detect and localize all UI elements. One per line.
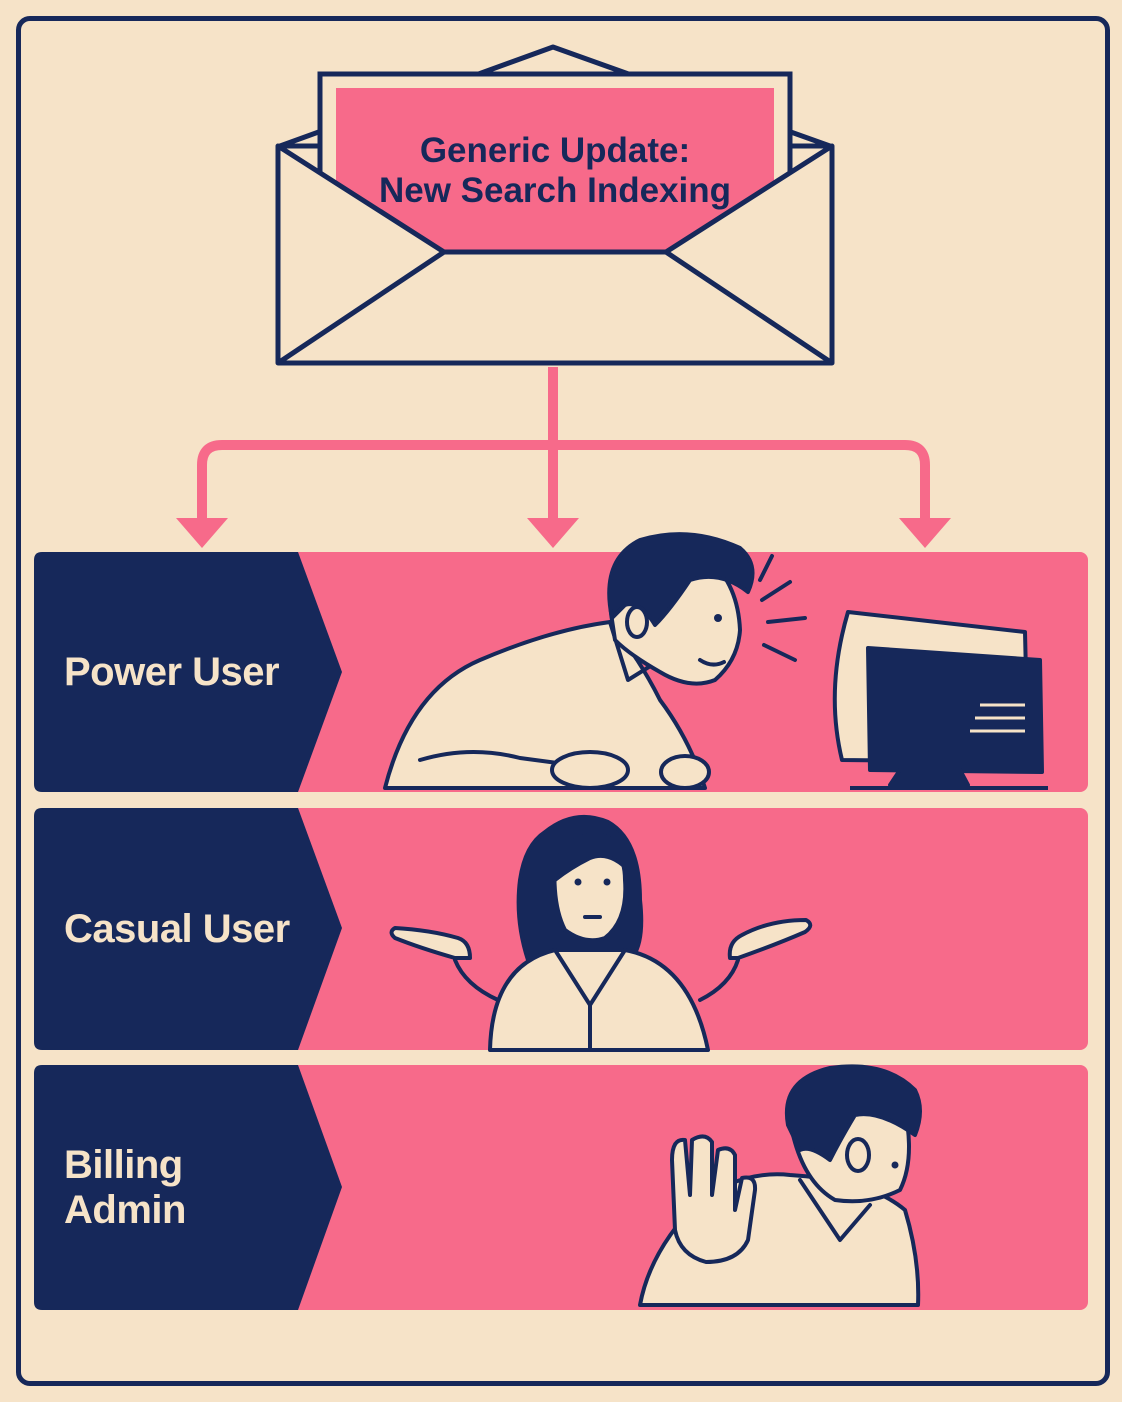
monitor-icon	[832, 610, 1048, 790]
branch-connector	[197, 367, 930, 522]
casual-user-figure	[389, 814, 813, 1052]
branch-arrowheads	[176, 518, 951, 548]
envelope-title-line-1: Generic Update:	[419, 130, 691, 170]
segment-label-casual-user: Casual User	[64, 906, 290, 951]
envelope-title-line-2: New Search Indexing	[378, 171, 732, 210]
segment-label-billing-admin: Billing Admin	[64, 1142, 186, 1232]
envelope-icon	[275, 44, 835, 366]
arrowhead-2	[527, 518, 579, 548]
segment-label-power-user: Power User	[64, 649, 280, 694]
arrowhead-3	[899, 518, 951, 548]
power-user-figure	[383, 532, 807, 790]
outer-frame	[16, 16, 1110, 1386]
row-casual-user	[34, 808, 1088, 1050]
envelope-title: Generic Update: New Search Indexing	[336, 106, 774, 236]
arrowhead-1	[176, 518, 228, 548]
billing-admin-figure	[638, 1064, 922, 1307]
